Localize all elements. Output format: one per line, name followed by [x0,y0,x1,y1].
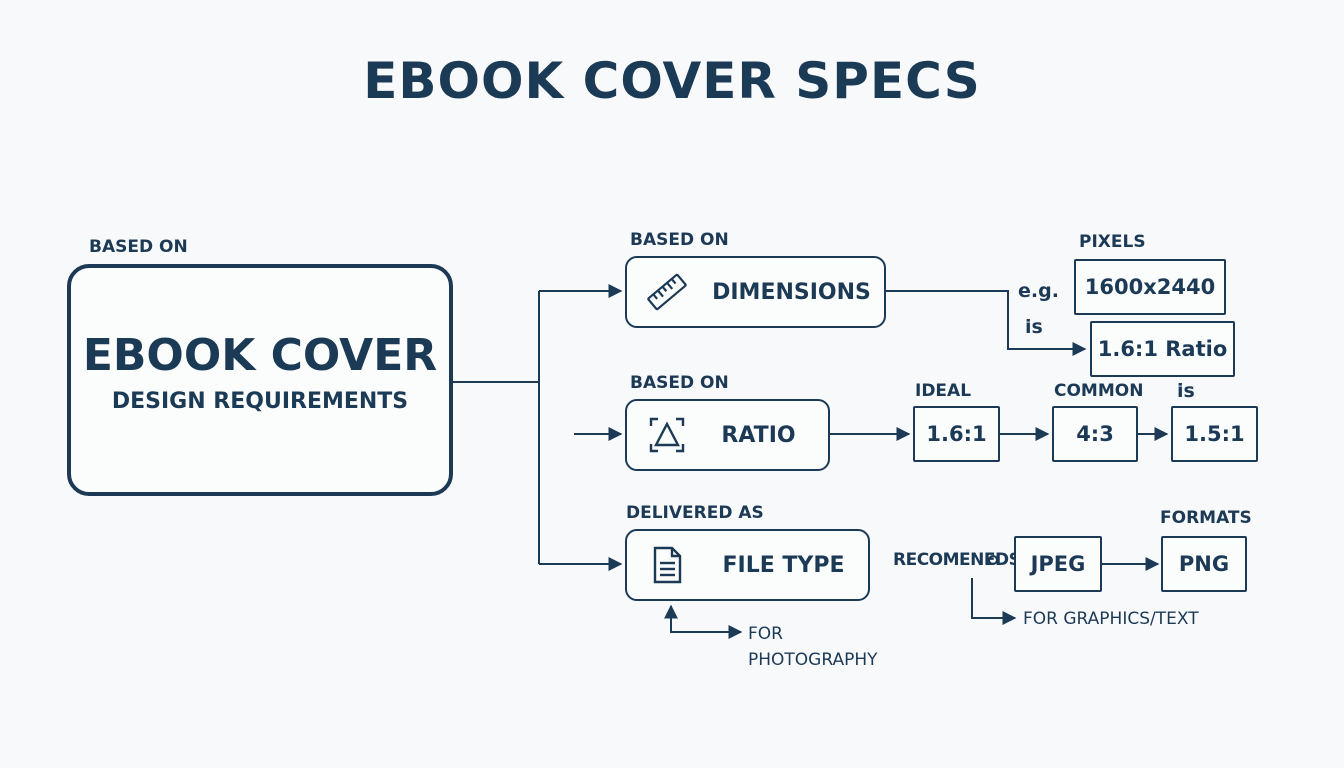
formats-caption: FORMATS [1160,508,1252,528]
is-label-dimensions: is [1025,316,1043,338]
dimensions-node: DIMENSIONS [625,256,886,328]
document-icon [653,546,682,584]
common-caption: COMMON [1054,381,1144,401]
ratio-value-box: 1.6:1 Ratio [1090,321,1235,377]
file-type-node: FILE TYPE [625,529,870,601]
ideal-value-box: 1.6:1 [913,406,1000,462]
page-title: EBOOK COVER SPECS [363,52,981,110]
jpeg-box: JPEG [1014,536,1102,592]
recommended-label: RECOMENEDS [893,550,1021,570]
pixels-caption: PIXELS [1079,232,1146,252]
eg-label: e.g. [1018,280,1059,302]
is-value-box: 1.5:1 [1171,406,1258,462]
ratio-label: RATIO [721,422,796,448]
main-subtitle: DESIGN REQUIREMENTS [111,389,409,414]
ruler-icon [647,273,687,311]
for-photography-line2: PHOTOGRAPHY [748,650,878,670]
for-photography-line1: FOR [748,624,783,644]
main-caption: BASED ON [89,237,188,257]
common-value-box: 4:3 [1052,406,1138,462]
is-caption-ratio: is [1177,380,1195,402]
png-box: PNG [1161,536,1247,592]
file-type-caption: DELIVERED AS [626,503,764,523]
ideal-caption: IDEAL [915,381,972,401]
dimensions-caption: BASED ON [630,230,729,250]
file-type-label: FILE TYPE [722,552,845,578]
main-title: EBOOK COVER [82,330,438,381]
dimensions-label: DIMENSIONS [712,279,871,305]
main-node: EBOOK COVER DESIGN REQUIREMENTS [67,264,453,496]
aspect-ratio-icon [649,417,685,453]
ratio-node: RATIO [625,399,830,471]
for-graphics-label: FOR GRAPHICS/TEXT [1023,609,1199,629]
pixels-value-box: 1600x2440 [1074,259,1226,315]
ratio-caption: BASED ON [630,373,729,393]
